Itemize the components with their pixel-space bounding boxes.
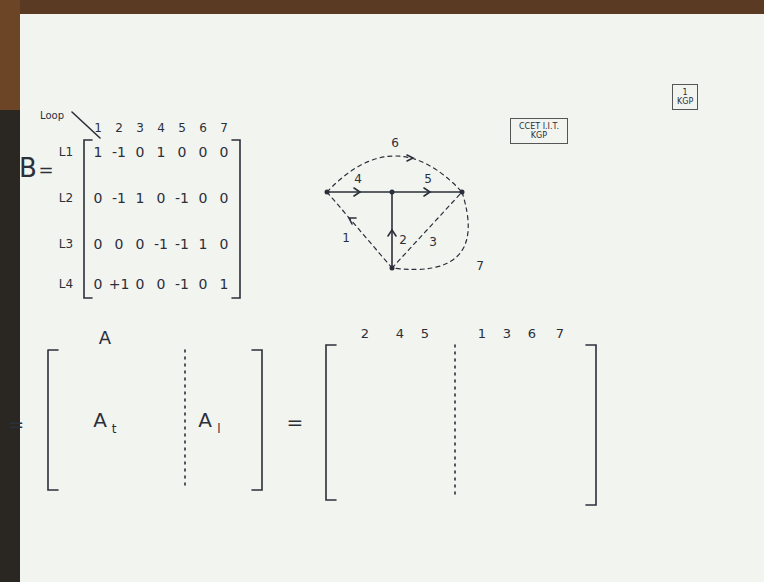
handwritten-label: B <box>19 155 37 181</box>
top-band <box>0 0 764 14</box>
handwritten-label: 3 <box>429 236 437 248</box>
handwritten-label: L3 <box>59 238 73 250</box>
matrix-bracket <box>326 345 336 500</box>
handwritten-label: 1 <box>94 122 102 134</box>
handwritten-label: 0 <box>136 145 145 159</box>
branch-arrow <box>354 188 360 196</box>
handwritten-label: 0 <box>94 277 103 291</box>
handwritten-label: 3 <box>503 327 511 340</box>
handwritten-label: 2 <box>399 234 407 246</box>
handwritten-label: 0 <box>136 237 145 251</box>
handwritten-label: 0 <box>94 191 103 205</box>
partition-line <box>184 350 186 490</box>
handwritten-label: 7 <box>220 122 228 134</box>
handwritten-label: = <box>8 414 25 434</box>
handwritten-label: l <box>217 423 220 435</box>
handwritten-label: 0 <box>178 145 187 159</box>
handwritten-label: 6 <box>528 327 536 340</box>
handwritten-label: 1 <box>157 145 166 159</box>
partition-line <box>454 345 456 495</box>
handwritten-label: 1 <box>199 237 208 251</box>
handwritten-label: L1 <box>59 146 73 158</box>
handwritten-label: L2 <box>59 192 73 204</box>
link-branch <box>392 192 462 268</box>
handwritten-label: Loop <box>40 111 64 121</box>
graph-node <box>390 190 395 195</box>
handwritten-label: 0 <box>136 277 145 291</box>
branch-arrow <box>349 218 356 224</box>
handwritten-label: 1 <box>478 327 486 340</box>
link-branch <box>392 192 468 269</box>
handwritten-label: 6 <box>391 137 399 149</box>
handwritten-label: 7 <box>556 327 564 340</box>
graph-node <box>460 190 465 195</box>
handwritten-label: -1 <box>154 237 168 251</box>
handwritten-label: 2 <box>115 122 123 134</box>
graph-node <box>390 266 395 271</box>
handwritten-label: 2 <box>361 327 369 340</box>
handwritten-label: 1 <box>220 277 229 291</box>
handwritten-label: t <box>112 423 117 435</box>
handwritten-label: -1 <box>112 145 126 159</box>
handwritten-label: 1 <box>136 191 145 205</box>
handwritten-label: -1 <box>112 191 126 205</box>
matrix-bracket <box>252 350 262 490</box>
logo-text: CCET I.I.T. KGP <box>515 122 563 140</box>
handwritten-label: 6 <box>199 122 207 134</box>
handwritten-label: = <box>287 412 304 432</box>
handwritten-label: A <box>99 329 111 347</box>
link-branch <box>327 156 462 192</box>
handwritten-label: 0 <box>94 237 103 251</box>
handwritten-label: 3 <box>136 122 144 134</box>
handwritten-label: 0 <box>199 145 208 159</box>
handwritten-label: L4 <box>59 278 73 290</box>
handwritten-label: -1 <box>175 191 189 205</box>
handwritten-label: 5 <box>421 327 429 340</box>
handwritten-label: 1 <box>342 232 350 244</box>
branch-arrow <box>424 188 430 196</box>
handwritten-label: A <box>93 410 107 430</box>
branch-arrow <box>407 155 413 161</box>
left-edge-top <box>0 0 20 110</box>
handwritten-label: -1 <box>175 237 189 251</box>
branch-arrow <box>388 230 396 236</box>
link-branch <box>327 192 392 268</box>
handwritten-label: 1 <box>94 145 103 159</box>
handwritten-label: = <box>38 161 53 179</box>
handwritten-label: 5 <box>178 122 186 134</box>
handwritten-label: 5 <box>424 173 432 185</box>
handwritten-label: -1 <box>175 277 189 291</box>
matrix-bracket <box>48 350 58 490</box>
handwritten-label: 4 <box>157 122 165 134</box>
handwritten-label: 0 <box>220 237 229 251</box>
handwritten-label: 0 <box>115 237 124 251</box>
matrix-bracket <box>84 140 92 298</box>
handwritten-label: 4 <box>354 173 362 185</box>
handwritten-label: 0 <box>199 191 208 205</box>
left-edge <box>0 0 20 582</box>
handwritten-label: +1 <box>109 277 130 291</box>
handwritten-label: 7 <box>476 260 484 272</box>
matrix-bracket <box>232 140 240 298</box>
handwritten-label: 0 <box>220 191 229 205</box>
handwritten-label: 0 <box>157 191 166 205</box>
handwritten-label: A <box>198 410 212 430</box>
handwritten-label: 4 <box>396 327 404 340</box>
matrix-bracket <box>586 345 596 505</box>
logo-text: 1 KGP <box>677 88 693 106</box>
logo-box: CCET I.I.T. KGP <box>510 118 568 144</box>
handwritten-label: 0 <box>199 277 208 291</box>
logo-box: 1 KGP <box>672 84 698 110</box>
handwritten-label: 0 <box>157 277 166 291</box>
handwritten-label: 0 <box>220 145 229 159</box>
graph-node <box>325 190 330 195</box>
